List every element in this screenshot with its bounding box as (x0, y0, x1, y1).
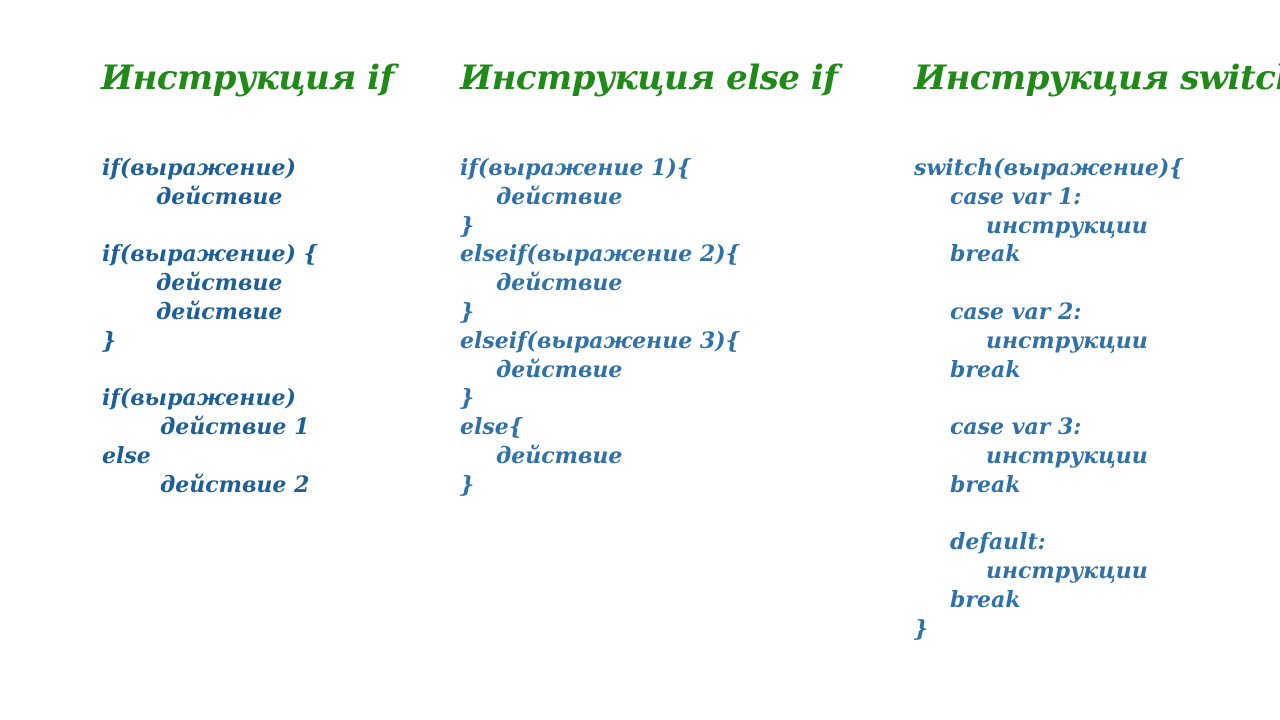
code-line: elseif(выражение 3){ (460, 327, 740, 354)
code-line: действие (496, 356, 623, 383)
code-line: break (950, 471, 1021, 498)
code-line: инструкции (986, 212, 1148, 239)
code-line (914, 269, 1183, 298)
code-line: if(выражение) { (102, 241, 318, 268)
code-line (102, 356, 318, 385)
title-switch: Инструкция switch (914, 58, 1280, 98)
code-line: } (102, 327, 117, 354)
code-line: case var 3: (950, 414, 1082, 441)
code-line: break (950, 356, 1021, 383)
code-line: действие 2 (160, 471, 310, 498)
code-line (102, 212, 318, 241)
code-line: else{ (460, 414, 523, 441)
code-block-switch: switch(выражение){ case var 1: инструкци… (914, 154, 1183, 644)
code-line: действие 1 (160, 414, 310, 441)
code-line: } (460, 212, 475, 239)
code-line: switch(выражение){ (914, 155, 1184, 181)
code-line: } (460, 385, 475, 412)
code-line: elseif(выражение 2){ (460, 241, 740, 268)
code-line: break (950, 586, 1021, 613)
code-line: действие (156, 298, 283, 325)
code-line: действие (496, 442, 623, 469)
code-line (914, 384, 1183, 413)
code-line: действие (496, 183, 623, 210)
title-if: Инструкция if (101, 58, 394, 98)
code-block-if: if(выражение) действие if(выражение) { д… (102, 154, 318, 500)
code-line: break (950, 241, 1021, 268)
code-block-else-if: if(выражение 1){ действие } elseif(выраж… (460, 154, 740, 500)
title-else-if: Инструкция else if (460, 58, 838, 98)
code-line: действие (156, 270, 283, 297)
code-line: инструкции (986, 558, 1148, 585)
code-line: if(выражение) (102, 155, 296, 181)
code-line: } (914, 615, 929, 642)
code-line: case var 2: (950, 298, 1082, 325)
code-line: else (102, 442, 151, 469)
code-line: } (460, 298, 475, 325)
code-line: действие (496, 270, 623, 297)
code-line: инструкции (986, 442, 1148, 469)
code-line: if(выражение) (102, 385, 296, 412)
code-line: инструкции (986, 327, 1148, 354)
code-line (914, 500, 1183, 529)
code-line: default: (950, 529, 1046, 556)
code-line: if(выражение 1){ (460, 155, 691, 181)
code-line: case var 1: (950, 183, 1082, 210)
code-line: действие (156, 183, 283, 210)
code-line: } (460, 471, 475, 498)
